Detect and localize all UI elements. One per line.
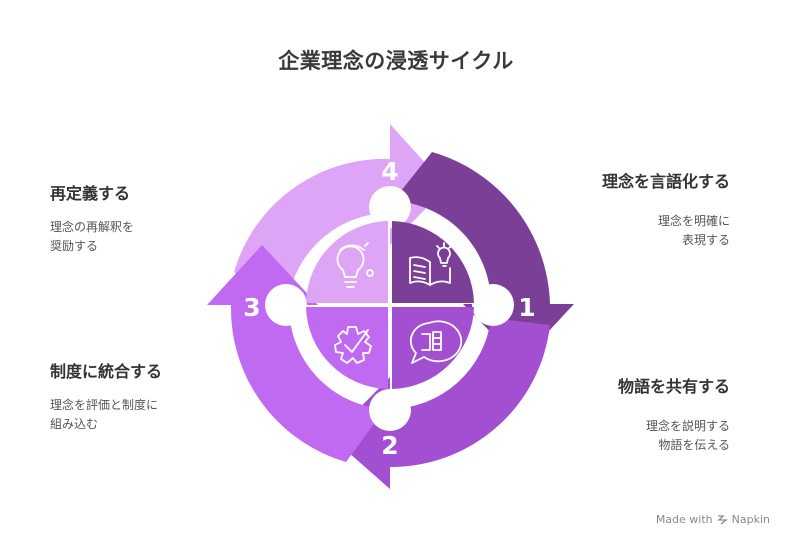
step-desc-1: 理念を明確に 表現する: [657, 214, 730, 247]
step-desc-3: 理念を評価と制度に 組み込む: [50, 398, 159, 431]
step-number-2: 2: [381, 431, 398, 460]
book-lightbulb-icon: [409, 242, 452, 286]
lightbulb-icon: [336, 242, 374, 288]
ring-segment-2: [331, 318, 550, 489]
page-title: 企業理念の浸透サイクル: [278, 49, 514, 73]
quadrant-4: [306, 221, 388, 303]
step-number-1: 1: [518, 293, 535, 322]
step-heading-3: 制度に統合する: [50, 362, 163, 381]
step-number-3: 3: [243, 293, 260, 322]
step-label-2: 物語を共有する 理念を説明する 物語を伝える: [618, 373, 730, 455]
step-heading-4: 再定義する: [50, 184, 131, 203]
ring-segment-4: [234, 124, 447, 313]
step-desc-2: 理念を説明する 物語を伝える: [645, 419, 730, 452]
ring-segment-3: [207, 245, 385, 462]
step-heading-2: 物語を共有する: [617, 377, 730, 396]
napkin-logo-icon: [717, 515, 728, 525]
step-number-4: 4: [381, 157, 398, 186]
gear-check-icon: [334, 326, 372, 364]
speech-bubble-icon: [409, 320, 463, 364]
made-with-footer[interactable]: Made with Napkin: [656, 513, 770, 526]
step-heading-1: 理念を言語化する: [601, 172, 730, 191]
step-label-1: 理念を言語化する 理念を明確に 表現する: [602, 168, 730, 250]
napkin-brand: Napkin: [731, 513, 770, 526]
step-desc-4: 理念の再解釈を 奨励する: [50, 220, 135, 253]
made-with-text: Made with: [655, 513, 713, 526]
step-label-3: 制度に統合する 理念を評価と制度に 組み込む: [50, 358, 162, 434]
quadrant-1: [392, 221, 474, 303]
step-label-4: 再定義する 理念の再解釈を 奨励する: [50, 180, 134, 256]
ring-segment-1: [393, 152, 574, 362]
